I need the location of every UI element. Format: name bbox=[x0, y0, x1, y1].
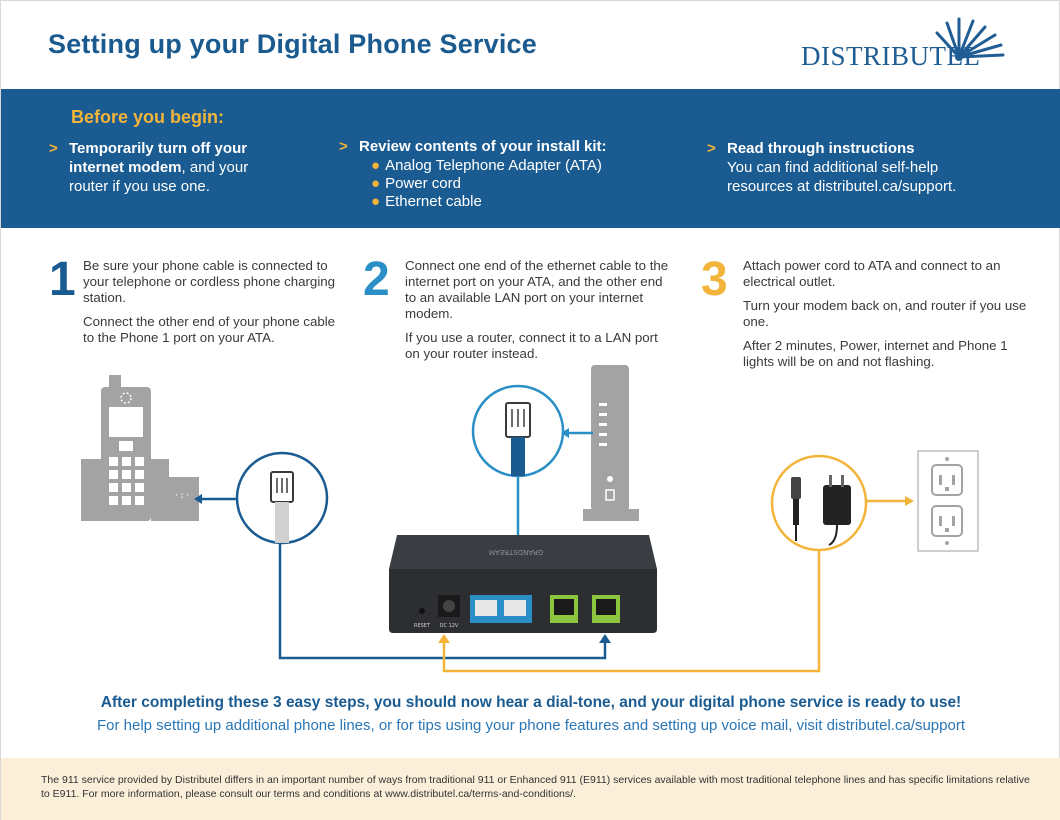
step-1-p2: Connect the other end of your phone cabl… bbox=[83, 314, 336, 345]
chevron-right-icon: > bbox=[49, 140, 58, 157]
before-title: Before you begin: bbox=[71, 107, 225, 127]
step-1-number: 1 bbox=[49, 253, 76, 306]
setup-diagram: ·:· bbox=[81, 365, 979, 673]
power-adapter-icon bbox=[791, 475, 851, 546]
disclaimer-text: The 911 service provided by Distributel … bbox=[41, 774, 1030, 800]
before-you-begin-band: Before you begin: > Temporarily turn off… bbox=[1, 89, 1060, 228]
disclaimer-footer: The 911 service provided by Distributel … bbox=[1, 758, 1060, 820]
step-3-number: 3 bbox=[701, 253, 728, 306]
step-3-p2: Turn your modem back on, and router if y… bbox=[743, 298, 1027, 329]
chevron-right-icon: > bbox=[707, 140, 716, 157]
distributel-logo: DISTRIBUTEL bbox=[799, 13, 1019, 75]
instructions-heading: Read through instructions bbox=[727, 140, 915, 157]
modem-line-1: Temporarily turn off your bbox=[69, 140, 248, 157]
kit-item: ●Analog Telephone Adapter (ATA) bbox=[371, 157, 602, 174]
kit-heading: Review contents of your install kit: bbox=[359, 138, 607, 155]
modem-icon bbox=[583, 365, 639, 521]
sunburst-icon bbox=[935, 17, 1005, 61]
bullet-icon: ● bbox=[371, 193, 381, 210]
completion-message: After completing these 3 easy steps, you… bbox=[100, 694, 962, 711]
modem-line-2-rest: , and your bbox=[181, 159, 249, 176]
wall-outlet-icon bbox=[917, 450, 979, 552]
step-2-number: 2 bbox=[363, 253, 390, 306]
modem-line-3: router if you use one. bbox=[69, 178, 210, 195]
kit-item: ●Power cord bbox=[371, 175, 461, 192]
step-3-text: Attach power cord to ATA and connect to … bbox=[743, 258, 1028, 378]
dc-label: DC 12V bbox=[440, 623, 459, 629]
step-1-p1: Be sure your phone cable is connected to… bbox=[83, 258, 336, 305]
instructions-line-1: You can find additional self-help bbox=[727, 159, 939, 176]
svg-text:·:·: ·:· bbox=[174, 491, 190, 501]
step-1-text: Be sure your phone cable is connected to… bbox=[83, 258, 348, 354]
ata-device-icon: GRANDSTREAM RESET DC 12V bbox=[389, 535, 657, 633]
rj11-plug-icon bbox=[270, 471, 294, 543]
power-adapter-callout bbox=[770, 454, 868, 552]
device-brand-label: GRANDSTREAM bbox=[489, 548, 543, 556]
bullet-icon: ● bbox=[371, 157, 381, 174]
rj45-plug-icon bbox=[505, 402, 531, 476]
step-2-p2: If you use a router, connect it to a LAN… bbox=[405, 330, 658, 361]
chevron-right-icon: > bbox=[339, 138, 348, 155]
kit-item: ●Ethernet cable bbox=[371, 193, 482, 210]
modem-line-2-bold: internet modem bbox=[69, 159, 182, 176]
step-2-text: Connect one end of the ethernet cable to… bbox=[405, 258, 675, 370]
reset-label: RESET bbox=[414, 623, 431, 629]
help-message: For help setting up additional phone lin… bbox=[96, 717, 965, 734]
step-2-p1: Connect one end of the ethernet cable to… bbox=[405, 258, 669, 321]
page-title: Setting up your Digital Phone Service bbox=[48, 29, 537, 59]
instructions-line-2: resources at distributel.ca/support. bbox=[727, 178, 957, 195]
bullet-icon: ● bbox=[371, 175, 381, 192]
cordless-phone-icon: ·:· bbox=[81, 375, 199, 521]
step-3-p3: After 2 minutes, Power, internet and Pho… bbox=[743, 338, 1008, 369]
step-3-p1: Attach power cord to ATA and connect to … bbox=[743, 258, 1001, 289]
